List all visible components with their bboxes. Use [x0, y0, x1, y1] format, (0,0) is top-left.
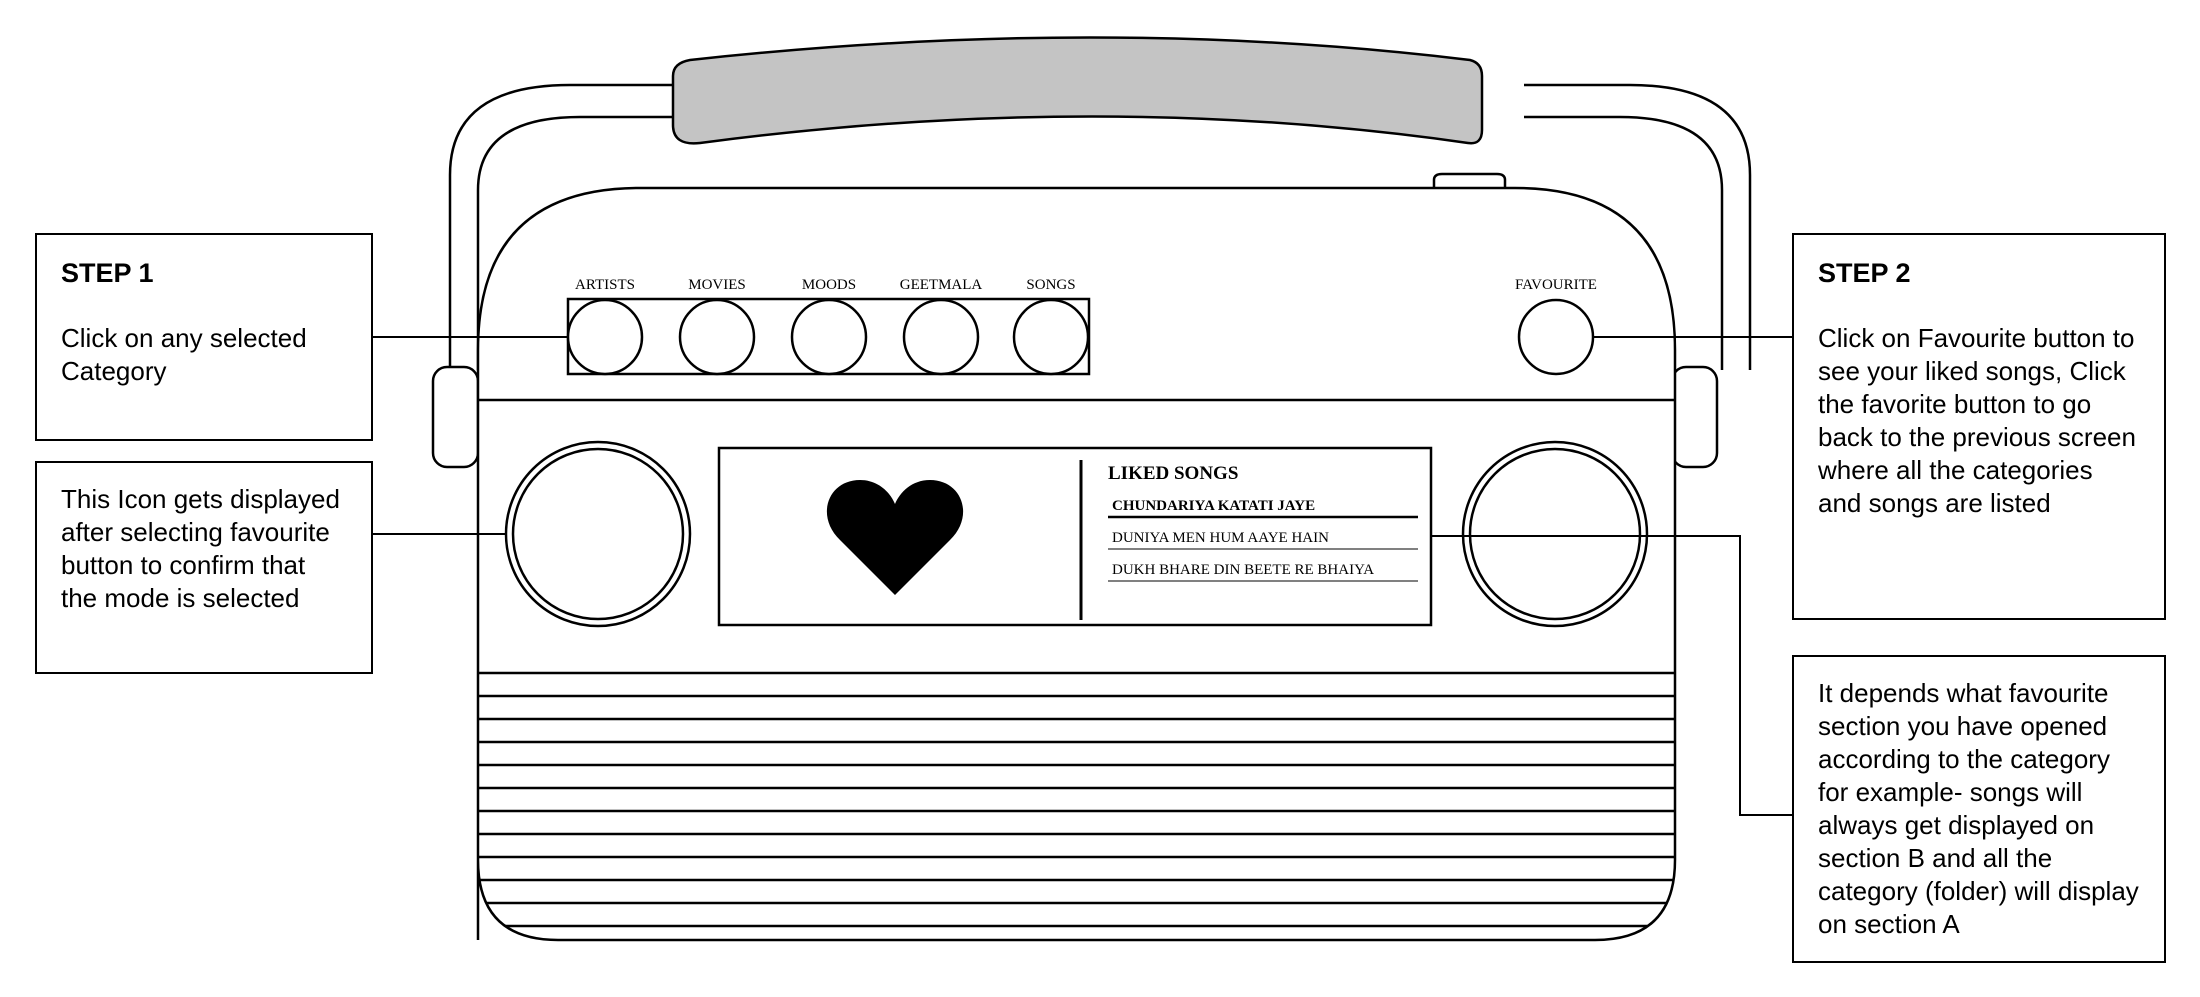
- category-label-songs: SONGS: [1026, 277, 1075, 293]
- connector-section-note: [1431, 535, 1793, 816]
- category-label-artists: ARTISTS: [575, 277, 635, 293]
- speaker-left: [504, 440, 692, 628]
- icon-note-text: This Icon gets displayed after selecting…: [61, 484, 340, 613]
- favourite-button[interactable]: [1517, 298, 1595, 376]
- category-button-movies[interactable]: [678, 298, 756, 376]
- liked-songs-title: LIKED SONGS: [1108, 463, 1238, 484]
- handle-arm-inner: [476, 115, 1724, 370]
- antenna-nub: [1432, 172, 1507, 190]
- category-button-moods[interactable]: [790, 298, 868, 376]
- side-clip-left: [431, 365, 480, 469]
- speaker-grille: [478, 671, 1675, 928]
- step2-heading: STEP 2: [1818, 258, 1911, 288]
- heart-icon: [826, 480, 964, 595]
- step1-heading: STEP 1: [61, 258, 154, 288]
- step2-callout: STEP 2 Click on Favourite button to see …: [1792, 233, 2166, 620]
- category-button-artists[interactable]: [566, 298, 644, 376]
- liked-songs-list: CHUNDARIYA KATATI JAYE DUNIYA MEN HUM AAY…: [1108, 498, 1418, 582]
- step1-text: Click on any selected Category: [61, 323, 307, 386]
- liked-song-item[interactable]: DUNIYA MEN HUM AAYE HAIN: [1112, 530, 1329, 546]
- icon-note-callout: This Icon gets displayed after selecting…: [35, 461, 373, 674]
- category-label-geetmala: GEETMALA: [900, 277, 983, 293]
- step1-callout: STEP 1 Click on any selected Category: [35, 233, 373, 441]
- speaker-right: [1461, 440, 1649, 628]
- category-button-geetmala[interactable]: [902, 298, 980, 376]
- liked-song-item[interactable]: DUKH BHARE DIN BEETE RE BHAIYA: [1112, 562, 1374, 578]
- section-note-callout: It depends what favourite section you ha…: [1792, 655, 2166, 963]
- favourite-button-label: FAVOURITE: [1515, 277, 1597, 293]
- liked-song-item[interactable]: CHUNDARIYA KATATI JAYE: [1112, 498, 1315, 514]
- handle-arm-outer: [448, 83, 1752, 370]
- category-button-songs[interactable]: [1012, 298, 1090, 376]
- category-label-movies: MOVIES: [688, 277, 746, 293]
- section-note-text: It depends what favourite section you ha…: [1818, 678, 2139, 939]
- category-buttons: ARTISTS MOVIES MOODS GEETMALA SONGS: [566, 277, 1090, 376]
- step2-text: Click on Favourite button to see your li…: [1818, 323, 2136, 518]
- handle-grip: [671, 36, 1484, 145]
- category-label-moods: MOODS: [802, 277, 856, 293]
- side-clip-right: [1670, 365, 1719, 469]
